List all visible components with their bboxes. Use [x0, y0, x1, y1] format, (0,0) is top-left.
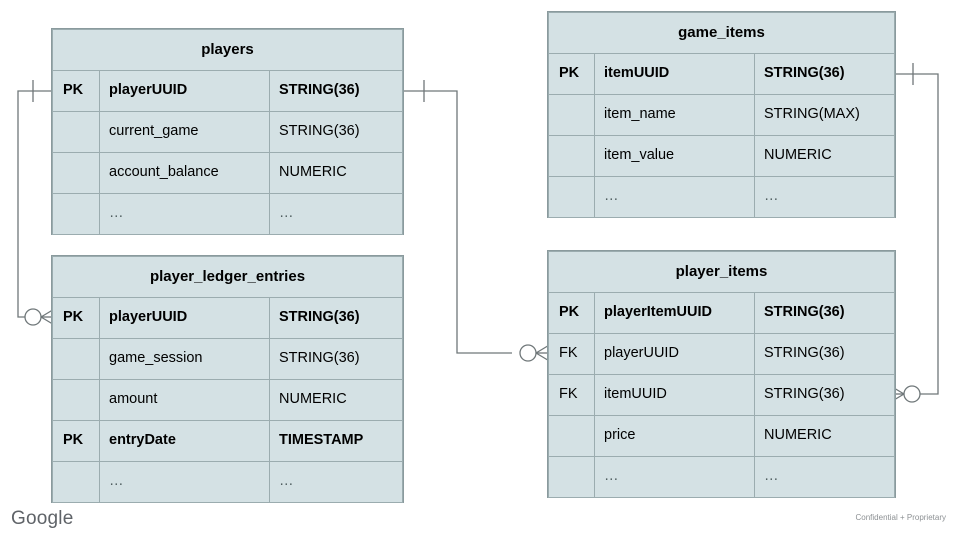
table-row[interactable]: PK playerUUID STRING(36): [52, 297, 403, 339]
row-type: STRING(36): [269, 70, 403, 112]
row-type: NUMERIC: [269, 152, 403, 194]
table-row[interactable]: … …: [52, 461, 403, 503]
row-key: [548, 135, 595, 177]
table-row[interactable]: account_balance NUMERIC: [52, 152, 403, 194]
entity-title-players: players: [52, 29, 403, 71]
row-type: STRING(36): [269, 338, 403, 380]
row-type: STRING(36): [269, 297, 403, 339]
table-row[interactable]: item_value NUMERIC: [548, 135, 895, 177]
row-key: [52, 379, 100, 421]
table-row[interactable]: FK itemUUID STRING(36): [548, 374, 895, 416]
row-key: PK: [548, 292, 595, 334]
table-row[interactable]: FK playerUUID STRING(36): [548, 333, 895, 375]
row-field: item_name: [594, 94, 755, 136]
table-row[interactable]: game_session STRING(36): [52, 338, 403, 380]
row-key: PK: [52, 297, 100, 339]
table-row[interactable]: … …: [548, 456, 895, 498]
row-key: PK: [548, 53, 595, 95]
row-field: playerItemUUID: [594, 292, 755, 334]
row-key: [52, 111, 100, 153]
relationship-game-items-player-items[interactable]: [888, 63, 939, 404]
table-row[interactable]: PK playerUUID STRING(36): [52, 70, 403, 112]
row-field: itemUUID: [594, 374, 755, 416]
table-row[interactable]: … …: [548, 176, 895, 218]
row-field: account_balance: [99, 152, 270, 194]
cardinality-zero-circle: [24, 308, 42, 326]
cardinality-zero-circle: [519, 344, 537, 362]
row-key: [548, 415, 595, 457]
row-type: NUMERIC: [754, 415, 895, 457]
row-key: [548, 176, 595, 218]
row-type: STRING(36): [754, 333, 895, 375]
table-row[interactable]: … …: [52, 193, 403, 235]
row-type: NUMERIC: [269, 379, 403, 421]
table-row[interactable]: item_name STRING(MAX): [548, 94, 895, 136]
table-row[interactable]: amount NUMERIC: [52, 379, 403, 421]
table-row[interactable]: price NUMERIC: [548, 415, 895, 457]
row-key: [52, 338, 100, 380]
entity-players[interactable]: players PK playerUUID STRING(36) current…: [51, 28, 404, 235]
entity-title-game-items: game_items: [548, 12, 895, 54]
row-type: STRING(36): [269, 111, 403, 153]
relationship-players-player-ledger-entries[interactable]: [17, 80, 57, 327]
entity-player-ledger-entries[interactable]: player_ledger_entries PK playerUUID STRI…: [51, 255, 404, 503]
row-type: STRING(MAX): [754, 94, 895, 136]
row-type: STRING(36): [754, 292, 895, 334]
row-key: [548, 94, 595, 136]
row-key: [52, 461, 100, 503]
table-row[interactable]: current_game STRING(36): [52, 111, 403, 153]
row-type: NUMERIC: [754, 135, 895, 177]
cardinality-zero-circle: [903, 385, 921, 403]
row-key: PK: [52, 420, 100, 462]
row-key: FK: [548, 374, 595, 416]
entity-title-player-ledger-entries: player_ledger_entries: [52, 256, 403, 298]
table-row[interactable]: PK itemUUID STRING(36): [548, 53, 895, 95]
google-logo: Google: [11, 508, 74, 529]
row-field: item_value: [594, 135, 755, 177]
row-field: …: [594, 456, 755, 498]
row-field: current_game: [99, 111, 270, 153]
row-field: itemUUID: [594, 53, 755, 95]
row-field: game_session: [99, 338, 270, 380]
row-field: price: [594, 415, 755, 457]
table-row[interactable]: PK playerItemUUID STRING(36): [548, 292, 895, 334]
row-field: playerUUID: [594, 333, 755, 375]
row-type: STRING(36): [754, 374, 895, 416]
entity-title-player-items: player_items: [548, 251, 895, 293]
row-type: TIMESTAMP: [269, 420, 403, 462]
row-field: …: [99, 193, 270, 235]
row-key: [52, 152, 100, 194]
row-key: PK: [52, 70, 100, 112]
row-key: [548, 456, 595, 498]
row-type: …: [754, 176, 895, 218]
confidentiality-notice: Confidential + Proprietary: [855, 513, 947, 522]
entity-player-items[interactable]: player_items PK playerItemUUID STRING(36…: [547, 250, 896, 498]
row-key: FK: [548, 333, 595, 375]
row-field: entryDate: [99, 420, 270, 462]
row-type: …: [269, 193, 403, 235]
row-field: …: [99, 461, 270, 503]
row-field: playerUUID: [99, 297, 270, 339]
relationship-players-player-items[interactable]: [404, 80, 552, 363]
row-type: …: [269, 461, 403, 503]
table-row[interactable]: PK entryDate TIMESTAMP: [52, 420, 403, 462]
entity-game-items[interactable]: game_items PK itemUUID STRING(36) item_n…: [547, 11, 896, 218]
row-field: playerUUID: [99, 70, 270, 112]
row-field: …: [594, 176, 755, 218]
row-type: …: [754, 456, 895, 498]
row-field: amount: [99, 379, 270, 421]
row-key: [52, 193, 100, 235]
row-type: STRING(36): [754, 53, 895, 95]
